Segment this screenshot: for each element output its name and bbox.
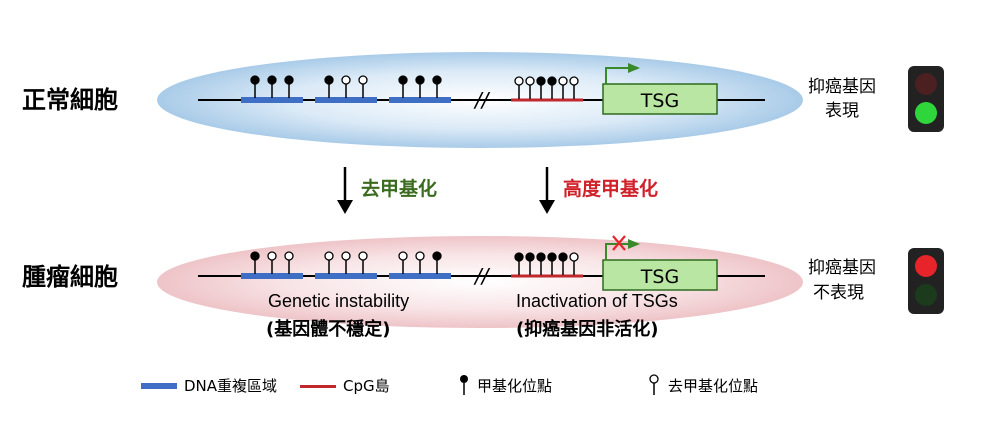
methylated-site: [432, 75, 442, 98]
tumor-dna-strand: // TSG: [198, 235, 765, 291]
demethylated-site: [358, 75, 368, 98]
demethylated-site: [558, 76, 568, 99]
tumor-break-mark: //: [473, 264, 491, 288]
normal-traffic-light: [908, 66, 944, 132]
tumor-cell-ellipse: [157, 236, 803, 328]
normal-light-green: [915, 102, 937, 124]
demethylated-site: [569, 76, 579, 99]
tumor-repeat-block: [315, 273, 377, 279]
demethylation-label: 去甲基化: [361, 177, 437, 200]
tumor-repeat-block: [241, 273, 303, 279]
normal-repeat-block: [389, 97, 451, 103]
tumor-blocked-cross-icon: [612, 235, 626, 251]
normal-status-line1: 抑癌基因: [808, 77, 876, 97]
methylated-site: [536, 252, 546, 275]
tumor-cell-label: 腫瘤細胞: [22, 263, 118, 291]
methylated-site: [284, 75, 294, 98]
methylated-site: [558, 252, 568, 275]
methylated-site: [415, 75, 425, 98]
tumor-repeat-block: [389, 273, 451, 279]
demethylated-site: [341, 251, 351, 274]
methylated-site: [250, 251, 260, 274]
normal-light-red: [915, 73, 937, 95]
methylated-site: [432, 251, 442, 274]
methylated-site: [250, 75, 260, 98]
demethylated-site: [324, 251, 334, 274]
demethylated-site: [415, 251, 425, 274]
genetic-instability-caption-zh: (基因體不穩定): [266, 318, 390, 340]
normal-break-mark: //: [473, 88, 491, 112]
demethylated-site: [341, 75, 351, 98]
legend-dna-repeat-swatch: [141, 383, 177, 389]
normal-cpg-island: [511, 98, 583, 102]
tsg-inactivation-caption: Inactivation of TSGs: [516, 291, 678, 311]
methylated-site: [514, 252, 524, 275]
tumor-promoter-arrow: [605, 239, 640, 260]
demethylation-arrow: [337, 167, 353, 214]
tumor-tsg-box: [602, 259, 718, 291]
methylated-site: [525, 252, 535, 275]
normal-cell-label: 正常細胞: [22, 86, 118, 114]
demethylated-site: [398, 251, 408, 274]
tumor-light-green: [915, 284, 937, 306]
hypermethylation-arrow: [539, 167, 555, 214]
legend-cpg-swatch: [300, 385, 336, 388]
tumor-cpg-island: [511, 274, 583, 278]
legend-demethylated-label: 去甲基化位點: [668, 377, 758, 395]
genetic-instability-caption: Genetic instability: [268, 291, 409, 311]
tumor-tsg-label: TSG: [640, 266, 679, 288]
legend-cpg-label: CpG島: [343, 377, 390, 395]
normal-tsg-box: [602, 83, 718, 115]
demethylated-site: [569, 252, 579, 275]
tsg-inactivation-caption-zh: (抑癌基因非活化): [516, 318, 658, 340]
demethylated-site: [358, 251, 368, 274]
tumor-traffic-light: [908, 248, 944, 314]
legend: DNA重複區域 CpG島 甲基化位點 去甲基化位點: [141, 374, 758, 395]
normal-tsg-label: TSG: [640, 90, 679, 112]
tumor-status-line1: 抑癌基因: [808, 258, 876, 278]
normal-status-line2: 表現: [825, 101, 859, 121]
normal-repeat-block: [315, 97, 377, 103]
tumor-status-line2: 不表現: [813, 283, 864, 303]
methylated-site: [536, 76, 546, 99]
methylated-site: [324, 75, 334, 98]
legend-methylated-label: 甲基化位點: [477, 377, 552, 395]
legend-dna-repeat-label: DNA重複區域: [184, 377, 277, 395]
normal-promoter-arrow: [605, 63, 640, 84]
tumor-light-red: [915, 255, 937, 277]
hypermethylation-label: 高度甲基化: [563, 177, 658, 200]
normal-repeat-block: [241, 97, 303, 103]
methylated-site: [398, 75, 408, 98]
demethylated-site: [525, 76, 535, 99]
normal-dna-strand: // TSG: [198, 63, 765, 115]
demethylated-site: [514, 76, 524, 99]
demethylated-site: [267, 251, 277, 274]
legend-demethylated-icon: [649, 374, 659, 395]
legend-methylated-icon: [460, 375, 468, 395]
methylated-site: [267, 75, 277, 98]
demethylated-site: [284, 251, 294, 274]
methylated-site: [547, 76, 557, 99]
methylated-site: [547, 252, 557, 275]
